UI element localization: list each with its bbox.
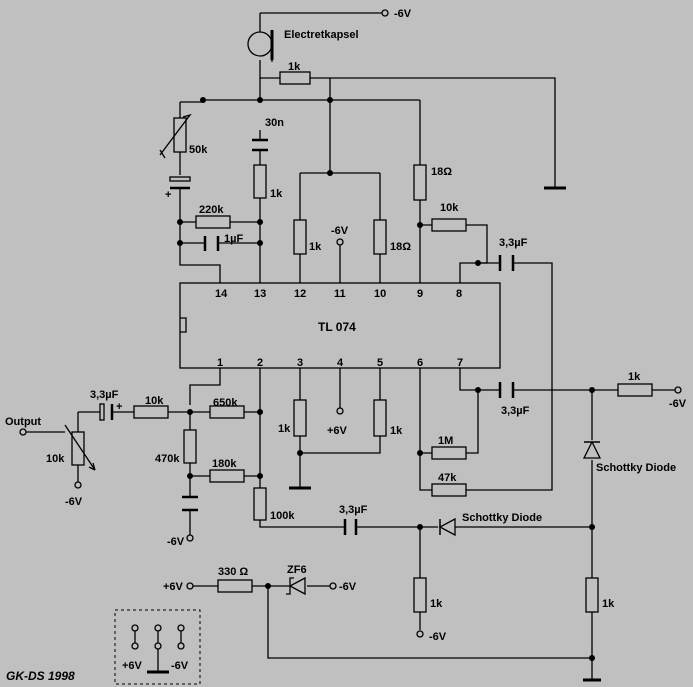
r-220k-label: 220k — [199, 204, 224, 216]
pot-10k-label: 10k — [46, 453, 65, 465]
c-30n-label: 30n — [265, 117, 284, 129]
ic-name: TL 074 — [318, 320, 356, 334]
pin-5: 5 — [377, 357, 383, 369]
pin-1: 1 — [217, 357, 223, 369]
r-1k-top-label: 1k — [288, 61, 301, 73]
r-18-top-label: 18Ω — [431, 166, 452, 178]
r-10k-input-label: 10k — [145, 395, 164, 407]
ground-symbols — [289, 186, 601, 682]
c-33u-pin7-label: 3,3µF — [501, 405, 530, 417]
pin-2: 2 — [257, 357, 263, 369]
pin-12: 12 — [294, 288, 306, 300]
neg6v-right-label: -6V — [669, 398, 687, 410]
r-1k-right-bottom-label: 1k — [602, 598, 615, 610]
pin-3: 3 — [297, 357, 303, 369]
plus-top-label: + — [165, 189, 171, 201]
r-1m-label: 1M — [438, 435, 453, 447]
pin-14: 14 — [215, 288, 228, 300]
r-1k-pin3-label: 1k — [278, 423, 291, 435]
zener-label: ZF6 — [287, 564, 307, 576]
c-33u-top-label: 3,3µF — [499, 237, 528, 249]
legend-pos6v-label: +6V — [122, 660, 143, 672]
ic-tl074 — [179, 282, 501, 369]
neg6v-bottom-left-label: -6V — [167, 536, 185, 548]
r-10k-top-label: 10k — [440, 202, 459, 214]
pin-6: 6 — [417, 357, 423, 369]
r-470k-label: 470k — [155, 453, 180, 465]
neg6v-top-label: -6V — [394, 8, 412, 20]
pin-13: 13 — [254, 288, 266, 300]
neg6v-input-label: -6V — [65, 496, 83, 508]
neg6v-supply-label: -6V — [339, 581, 357, 593]
labels: -6V Electretkapsel 1k 30n 50k + 1k 18Ω 2… — [5, 8, 687, 683]
electret-label: Electretkapsel — [284, 29, 359, 41]
r-1k-pin12-label: 1k — [309, 241, 322, 253]
pin-7: 7 — [457, 357, 463, 369]
r-100k-label: 100k — [270, 510, 295, 522]
r-1k-bottom-label: 1k — [430, 598, 443, 610]
plus-input-label: + — [116, 401, 122, 413]
r-330-label: 330 Ω — [218, 566, 248, 578]
r-1k-right-label: 1k — [628, 371, 641, 383]
r-47k-label: 47k — [438, 472, 457, 484]
wires — [26, 12, 675, 681]
resistors — [64, 71, 653, 613]
c-33u-input-label: 3,3µF — [90, 389, 119, 401]
r-1k-pin5-label: 1k — [390, 425, 403, 437]
capacitors — [99, 138, 515, 535]
schottky-right-label: Schottky Diode — [596, 462, 676, 474]
diodes — [286, 440, 602, 596]
copyright-label: GK-DS 1998 — [6, 669, 75, 683]
output-label: Output — [5, 416, 41, 428]
legend-neg6v-label: -6V — [171, 660, 189, 672]
neg6v-bottom-label: -6V — [429, 631, 447, 643]
pos6v-pin4-label: +6V — [327, 425, 348, 437]
legend-box — [114, 609, 201, 685]
pos6v-supply-label: +6V — [163, 581, 184, 593]
pin-8: 8 — [456, 288, 462, 300]
r-180k-label: 180k — [212, 458, 237, 470]
pin-4: 4 — [337, 357, 344, 369]
r-18-pin10-label: 18Ω — [390, 241, 411, 253]
pin-11: 11 — [334, 288, 346, 300]
electret-microphone — [247, 30, 274, 60]
c-33u-bottom-label: 3,3µF — [339, 504, 368, 516]
pot-50k-label: 50k — [189, 144, 208, 156]
pin-10: 10 — [374, 288, 386, 300]
pin-9: 9 — [417, 288, 423, 300]
neg6v-pin11-label: -6V — [331, 225, 349, 237]
r-1k-pin13-label: 1k — [270, 188, 283, 200]
r-650k-label: 650k — [213, 397, 238, 409]
terminals — [19, 9, 682, 638]
junction-dots — [177, 97, 595, 661]
schottky-bottom-label: Schottky Diode — [462, 512, 542, 524]
c-1u-label: 1µF — [224, 233, 243, 245]
